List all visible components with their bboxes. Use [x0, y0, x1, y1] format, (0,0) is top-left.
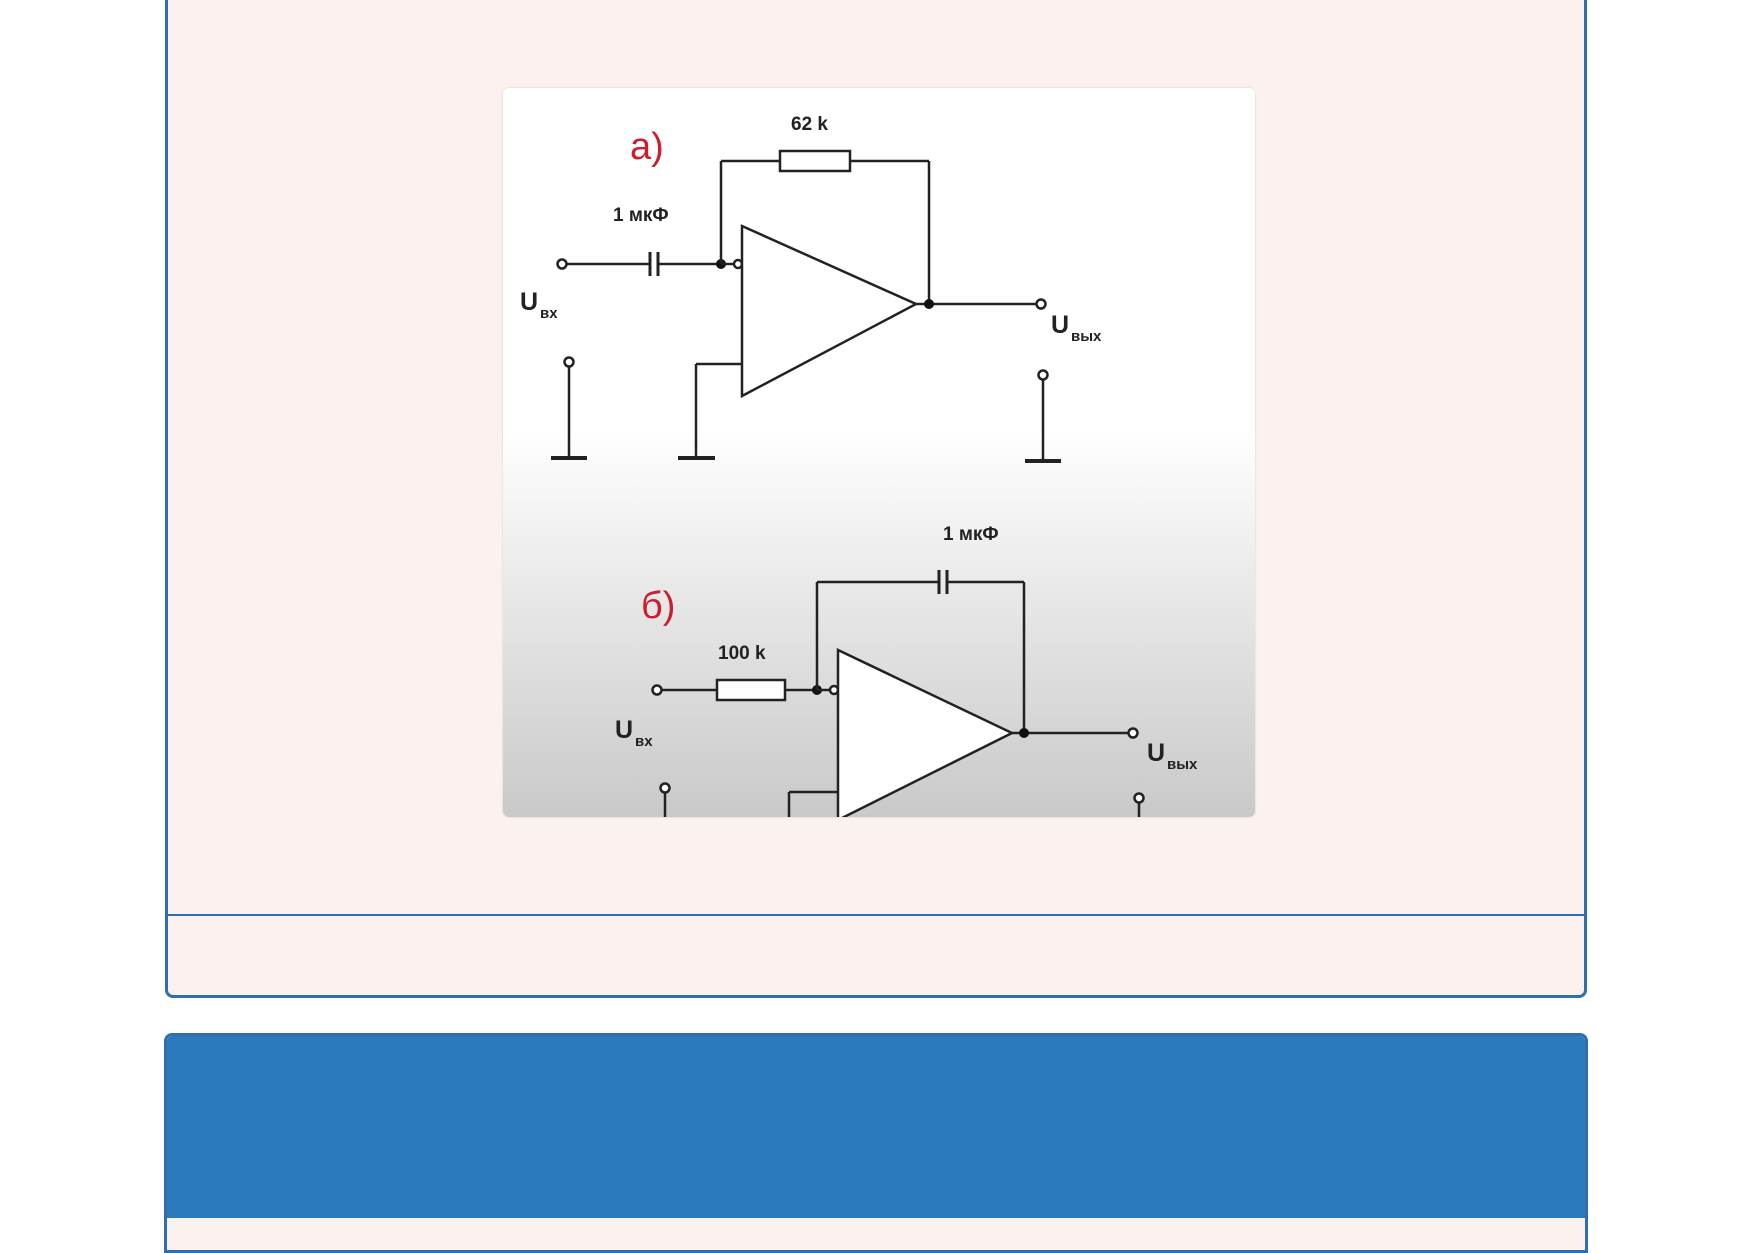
input-b-label: U — [615, 716, 633, 744]
resistor-b-label: 100 k — [718, 643, 766, 664]
opamp-b — [836, 648, 1015, 817]
circuit-a — [551, 149, 1061, 463]
output-b-sub: вых — [1167, 756, 1198, 773]
next-card — [164, 1033, 1588, 1253]
next-card-header — [167, 1036, 1585, 1218]
input-terminal-b — [651, 684, 663, 696]
circuit-a-letter: а) — [630, 126, 664, 168]
card-footer — [168, 914, 1584, 995]
circuit-diagram: а) 62 k 1 мкФ U вх U вых — [520, 114, 1198, 817]
resistor-b — [715, 678, 787, 702]
card-body: а) 62 k 1 мкФ U вх U вых — [168, 0, 1584, 915]
circuit-b-letter: б) — [641, 585, 675, 627]
circuit-b — [651, 570, 1145, 817]
output-terminal-a — [1035, 298, 1047, 310]
resistor-a-label: 62 k — [791, 114, 828, 135]
input-b-sub: вх — [635, 733, 653, 750]
input-a-sub: вх — [540, 305, 558, 322]
resistor-a — [778, 149, 852, 173]
capacitor-b-label: 1 мкФ — [943, 524, 999, 545]
input-terminal-a — [556, 258, 568, 270]
capacitor-a-label: 1 мкФ — [613, 205, 669, 226]
content-card: а) 62 k 1 мкФ U вх U вых — [165, 0, 1587, 998]
output-b-label: U — [1147, 739, 1165, 767]
output-a-label: U — [1051, 311, 1069, 339]
output-terminal-b — [1127, 727, 1139, 739]
opamp-a — [740, 224, 919, 399]
input-a-label: U — [520, 288, 538, 316]
circuit-figure: а) 62 k 1 мкФ U вх U вых — [503, 88, 1255, 817]
output-a-sub: вых — [1071, 328, 1102, 345]
